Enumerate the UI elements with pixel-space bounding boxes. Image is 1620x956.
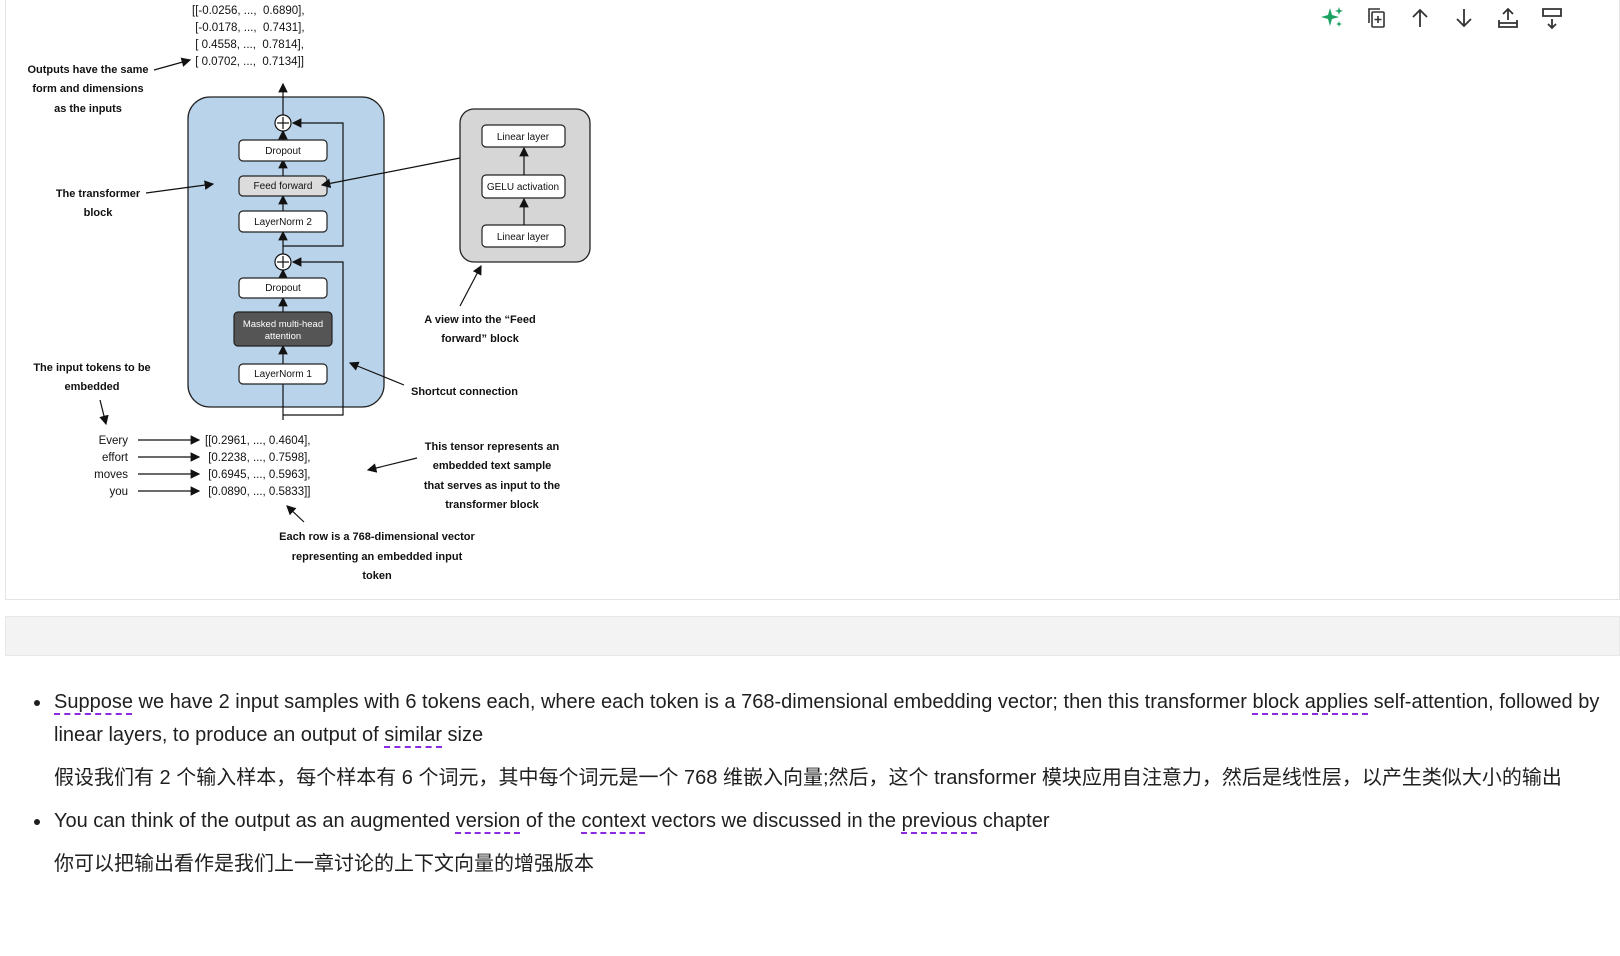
token: you (109, 486, 128, 498)
insert-below-button[interactable] (1535, 4, 1569, 32)
layernorm2-label: LayerNorm 2 (254, 217, 312, 228)
annotation-line: representing an embedded input (292, 551, 463, 563)
output-row: [[-0.0256, ..., 0.6890], (192, 5, 305, 17)
add-node-bottom (274, 253, 292, 271)
text-span: chapter (977, 810, 1050, 832)
insert-above-button[interactable] (1491, 4, 1525, 32)
cell-output: [[-0.0256, ..., 0.6890], [-0.0178, ..., … (5, 0, 1620, 600)
input-row: [0.6945, ..., 0.5963], (205, 469, 311, 481)
token: Every (99, 435, 129, 447)
markdown-cell: Suppose we have 2 input samples with 6 t… (0, 686, 1620, 881)
masked-attention-label: Masked multi-head (243, 319, 323, 330)
sparkle-icon (1321, 7, 1343, 27)
dropout-bottom-box (238, 277, 328, 299)
layernorm1-box (238, 363, 328, 385)
input-row: [[0.2961, ..., 0.4604], (205, 435, 311, 447)
insert-below-icon (1542, 8, 1562, 30)
text-span: of the (520, 810, 582, 832)
move-up-button[interactable] (1403, 4, 1437, 32)
spellcheck-word: context (581, 810, 646, 832)
cell-toolbar (1315, 4, 1569, 32)
text-span: vectors we discussed in the (645, 810, 902, 832)
layernorm1-label: LayerNorm 1 (254, 369, 312, 380)
output-matrix: [[-0.0256, ..., 0.6890], [-0.0178, ..., … (192, 5, 305, 68)
spellcheck-word: Suppose (54, 691, 133, 713)
spellcheck-word: version (455, 810, 521, 832)
gelu-label: GELU activation (487, 182, 559, 193)
input-matrix: [[0.2961, ..., 0.4604], [0.2238, ..., 0.… (205, 435, 311, 498)
insert-above-icon (1498, 7, 1518, 28)
tensor-annotation: This tensor represents an embedded text … (424, 441, 560, 511)
empty-code-cell[interactable] (5, 616, 1620, 656)
each-row-annotation: Each row is a 768-dimensional vector rep… (279, 531, 475, 582)
ff-view-annotation: A view into the “Feed forward” block (424, 314, 535, 345)
bullet-list: Suppose we have 2 input samples with 6 t… (0, 686, 1620, 881)
spellcheck-word: block applies (1252, 691, 1369, 713)
token-list: Every effort moves you (94, 435, 129, 498)
spellcheck-word: previous (901, 810, 978, 832)
dropout-top-label: Dropout (265, 146, 301, 157)
annotation-line: The transformer (56, 188, 141, 200)
layernorm2-box (238, 210, 328, 233)
transformer-block-figure: [[-0.0256, ..., 0.6890], [-0.0178, ..., … (27, 5, 591, 582)
masked-attention-label: attention (265, 331, 301, 342)
english-text: You can think of the output as an augmen… (54, 805, 1620, 838)
annotation-line: block (84, 207, 114, 219)
list-item: Suppose we have 2 input samples with 6 t… (34, 686, 1620, 795)
dropout-bottom-label: Dropout (265, 283, 301, 294)
annotation-line: embedded (64, 381, 119, 393)
input-row: [0.0890, ..., 0.5833]] (205, 486, 311, 498)
dropout-top-box (238, 139, 328, 162)
add-node-top (274, 114, 292, 132)
text-span: You can think of the output as an augmen… (54, 810, 456, 832)
arrow-down-icon (1456, 9, 1472, 28)
annotation-line: token (362, 570, 392, 582)
input-tokens-annotation: The input tokens to be embedded (33, 362, 150, 393)
linear-layer-top-label: Linear layer (497, 132, 550, 143)
chinese-translation: 你可以把输出看作是我们上一章讨论的上下文向量的增强版本 (54, 853, 594, 875)
annotation-line: forward” block (441, 333, 520, 345)
chinese-translation: 假设我们有 2 个输入样本，每个样本有 6 个词元，其中每个词元是一个 768 … (54, 767, 1562, 789)
english-text: Suppose we have 2 input samples with 6 t… (54, 686, 1620, 752)
annotation-line: form and dimensions (32, 83, 143, 95)
annotation-line: that serves as input to the (424, 480, 560, 492)
text-span: size (442, 724, 484, 746)
text-span: self-attention, followed by linear layer… (54, 691, 1600, 746)
transformer-block-annotation: The transformer block (56, 188, 141, 219)
list-item: You can think of the output as an augmen… (34, 805, 1620, 881)
annotation-line: Each row is a 768-dimensional vector (279, 531, 475, 543)
annotation-line: A view into the “Feed (424, 314, 535, 326)
annotation-line: transformer block (445, 499, 539, 511)
spellcheck-word: similar (384, 724, 442, 746)
shortcut-annotation: Shortcut connection (411, 386, 518, 398)
copy-icon (1368, 8, 1385, 28)
output-row: [-0.0178, ..., 0.7431], (192, 22, 305, 34)
feed-forward-label: Feed forward (254, 181, 313, 192)
token: effort (102, 452, 129, 464)
copy-button[interactable] (1359, 4, 1393, 32)
move-down-button[interactable] (1447, 4, 1481, 32)
ai-assist-button[interactable] (1315, 4, 1349, 32)
annotation-line: embedded text sample (433, 460, 552, 472)
annotation-line: This tensor represents an (425, 441, 560, 453)
text-span: we have 2 input samples with 6 tokens ea… (132, 691, 1253, 713)
annotation-line: Outputs have the same (27, 64, 148, 76)
token: moves (94, 469, 128, 481)
output-row: [ 0.0702, ..., 0.7134]] (192, 56, 304, 68)
linear-layer-bottom-label: Linear layer (497, 232, 550, 243)
outputs-annotation: Outputs have the same form and dimension… (27, 64, 148, 115)
input-row: [0.2238, ..., 0.7598], (205, 452, 311, 464)
masked-attention-box (233, 311, 333, 347)
output-row: [ 0.4558, ..., 0.7814], (192, 39, 304, 51)
arrow-up-icon (1412, 8, 1428, 27)
annotation-line: The input tokens to be (33, 362, 150, 374)
annotation-line: as the inputs (54, 103, 122, 115)
